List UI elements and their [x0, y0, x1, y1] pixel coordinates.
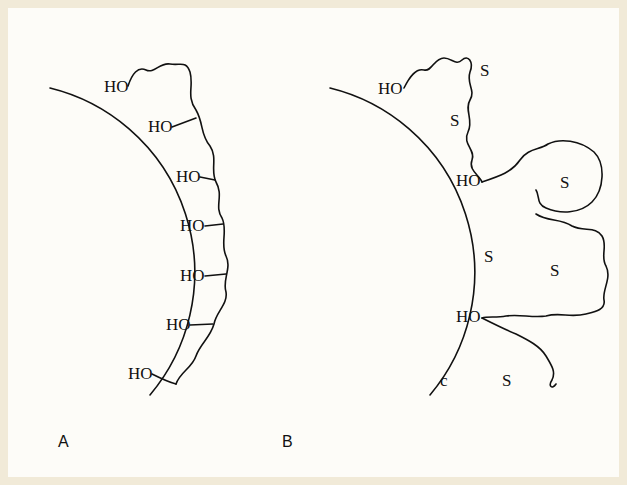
- bond: [152, 374, 176, 384]
- polymer-chain: [128, 64, 228, 384]
- solvent-label: S: [502, 372, 511, 389]
- polymer-loop: [482, 141, 602, 212]
- hydroxyl-group: HO: [104, 78, 129, 95]
- bond: [205, 224, 223, 226]
- hydroxyl-group: HO: [378, 80, 403, 97]
- hydroxyl-group: HO: [148, 118, 173, 135]
- solvent-label: S: [550, 262, 559, 279]
- hydroxyl-group: HO: [180, 267, 205, 284]
- solvent-label: S: [484, 248, 493, 265]
- page-ground: [8, 8, 619, 477]
- bond: [205, 274, 226, 276]
- hydroxyl-group: HO: [166, 316, 191, 333]
- panel-letter: B: [282, 434, 293, 450]
- bond: [172, 118, 196, 127]
- hydroxyl-group: HO: [456, 172, 481, 189]
- solvent-label: S: [560, 174, 569, 191]
- hydroxyl-group: HO: [176, 168, 201, 185]
- hydroxyl-group: HO: [128, 365, 153, 382]
- solvent-label: c: [440, 372, 448, 389]
- bond: [200, 177, 215, 180]
- solvent-label: S: [450, 112, 459, 129]
- solvent-label: S: [480, 62, 489, 79]
- polymer-chain: [404, 58, 482, 182]
- polymer-tail: [482, 318, 556, 387]
- hydroxyl-group: HO: [180, 217, 205, 234]
- polymer-loop: [482, 214, 608, 318]
- bond: [190, 324, 213, 325]
- particle-surface: [50, 88, 195, 395]
- particle-surface: [330, 88, 475, 395]
- hydroxyl-group: HO: [456, 308, 481, 325]
- panel-letter: A: [58, 434, 69, 450]
